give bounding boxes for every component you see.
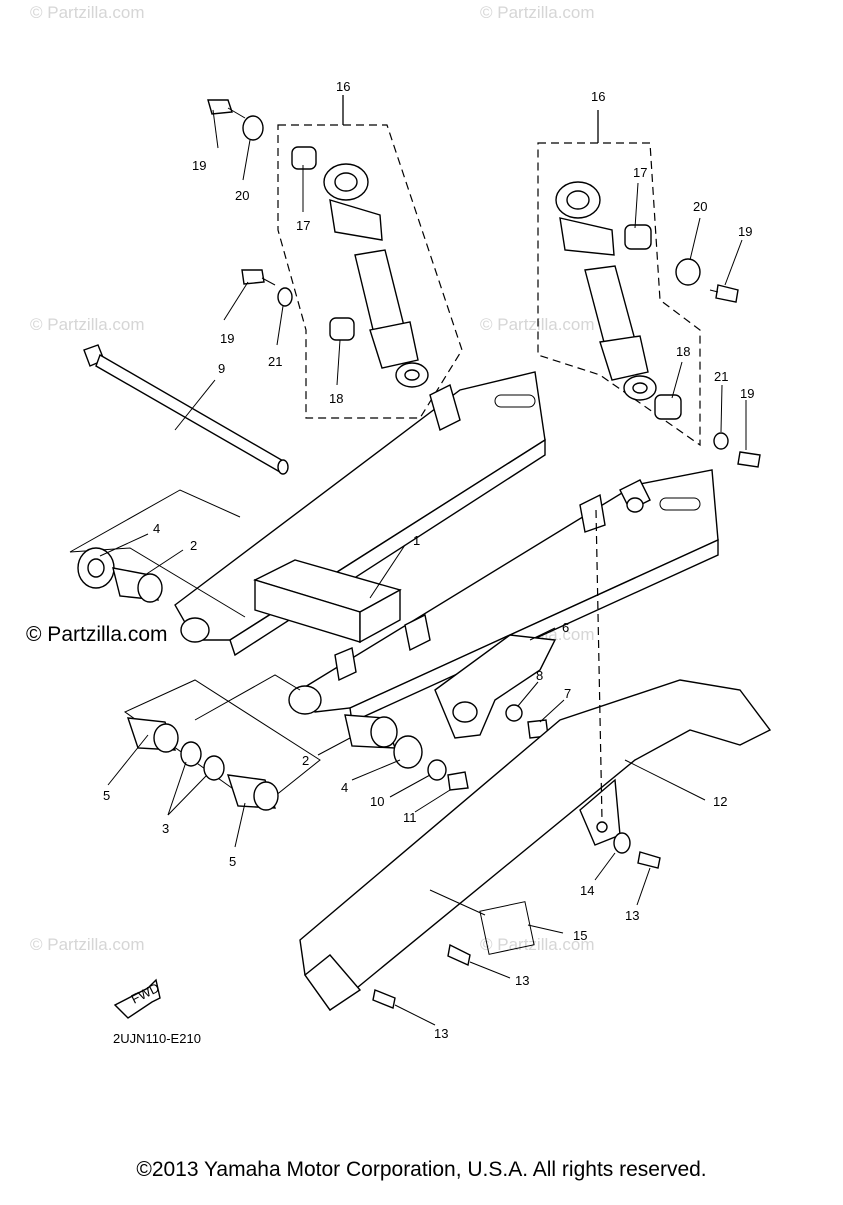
callout-19: 19: [740, 386, 754, 401]
callout-13: 13: [515, 973, 529, 988]
callout-8: 8: [536, 668, 543, 683]
callout-2: 2: [302, 753, 309, 768]
fwd-arrow-icon: FWD: [113, 978, 162, 1019]
callout-7: 7: [564, 686, 571, 701]
callout-20: 20: [235, 188, 249, 203]
right-bushings: [194, 674, 469, 791]
partzilla-label: © Partzilla.com: [26, 623, 168, 646]
callout-5: 5: [103, 788, 110, 803]
callout-20: 20: [693, 199, 707, 214]
callout-18: 18: [676, 344, 690, 359]
callout-16: 16: [591, 89, 605, 104]
callout-6: 6: [562, 620, 569, 635]
callout-10: 10: [370, 794, 384, 809]
callout-18: 18: [329, 391, 343, 406]
swingarm: [174, 371, 719, 724]
callout-17: 17: [633, 165, 647, 180]
callout-19: 19: [220, 331, 234, 346]
callout-2: 2: [190, 538, 197, 553]
copyright-text: ©2013 Yamaha Motor Corporation, U.S.A. A…: [136, 1158, 707, 1181]
callout-4: 4: [153, 521, 160, 536]
callout-13: 13: [434, 1026, 448, 1041]
leader-lines: [99, 109, 747, 1026]
watermark: © Partzilla.com: [480, 315, 595, 334]
chain-case: [299, 509, 772, 1012]
callout-11: 11: [403, 810, 417, 825]
callouts: 1 2 2 3 4 4 5 5 6 7 8 9 10 11 12 13 13 1…: [103, 79, 754, 1041]
watermark: © Partzilla.com: [480, 935, 595, 954]
watermarks: © Partzilla.com © Partzilla.com © Partzi…: [30, 3, 595, 954]
callout-4: 4: [341, 780, 348, 795]
watermark: © Partzilla.com: [30, 315, 145, 334]
callout-19: 19: [738, 224, 752, 239]
callout-1: 1: [413, 533, 420, 548]
diagram-code: 2UJN110-E210: [113, 1031, 201, 1046]
callout-14: 14: [580, 883, 594, 898]
left-shock-group: [207, 95, 463, 419]
watermark: © Partzilla.com: [30, 935, 145, 954]
callout-21: 21: [714, 369, 728, 384]
callout-13: 13: [625, 908, 639, 923]
callout-17: 17: [296, 218, 310, 233]
callout-15: 15: [573, 928, 587, 943]
callout-5: 5: [229, 854, 236, 869]
callout-21: 21: [268, 354, 282, 369]
callout-9: 9: [218, 361, 225, 376]
pivot-shaft: [69, 344, 289, 553]
watermark: © Partzilla.com: [30, 3, 145, 22]
callout-19: 19: [192, 158, 206, 173]
watermark: © Partzilla.com: [480, 3, 595, 22]
callout-12: 12: [713, 794, 727, 809]
callout-3: 3: [162, 821, 169, 836]
left-bushings: [69, 547, 321, 811]
callout-16: 16: [336, 79, 350, 94]
right-shock-group: [537, 110, 761, 468]
